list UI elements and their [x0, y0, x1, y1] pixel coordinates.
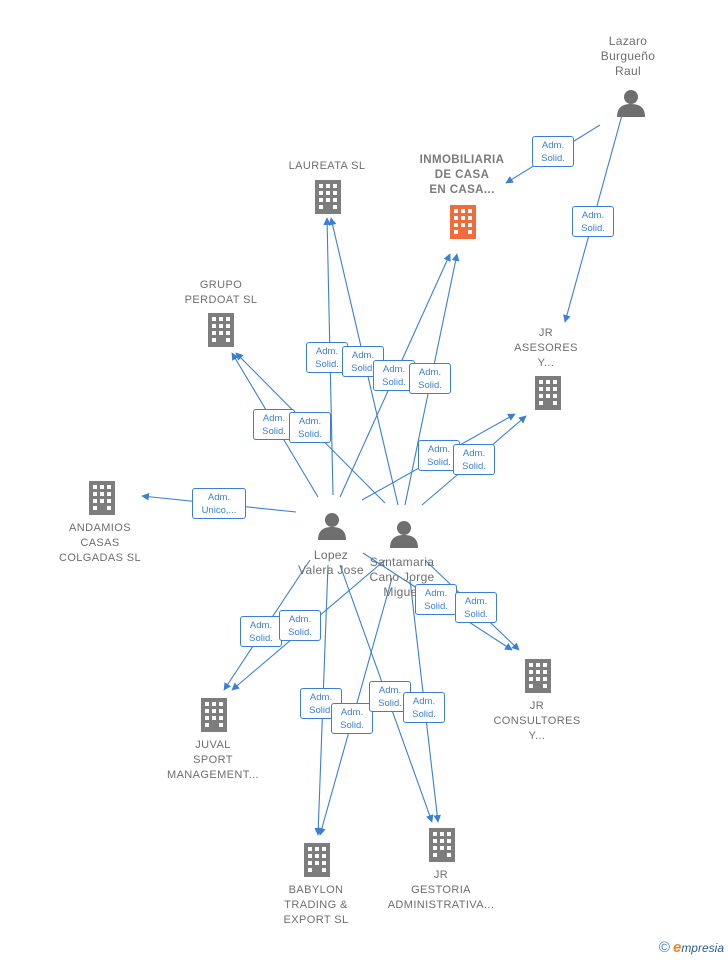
relation-badge[interactable]: Adm. Solid.: [240, 616, 282, 647]
relation-badge[interactable]: Adm. Solid.: [306, 342, 348, 373]
node-label-inmobiliaria[interactable]: INMOBILIARIA DE CASA EN CASA...: [419, 154, 505, 196]
node-label-santamaria[interactable]: Santamaria Cano Jorge Miguel: [369, 555, 435, 599]
person-icon[interactable]: [617, 90, 645, 117]
relation-badge[interactable]: Adm. Unico,...: [192, 488, 246, 519]
node-label-lazaro[interactable]: Lazaro Burgueño Raul: [600, 34, 656, 78]
relation-badge[interactable]: Adm. Solid.: [409, 363, 451, 394]
node-label-andamios[interactable]: ANDAMIOS CASAS COLGADAS SL: [58, 522, 142, 564]
person-icon[interactable]: [318, 513, 346, 540]
node-label-juval[interactable]: JUVAL SPORT MANAGEMENT...: [167, 739, 259, 781]
relation-badge[interactable]: Adm. Solid.: [279, 610, 321, 641]
building-icon[interactable]: [201, 698, 227, 732]
node-label-grupo-perdoat[interactable]: GRUPO PERDOAT SL: [184, 279, 258, 306]
building-icon[interactable]: [535, 376, 561, 410]
relation-badge[interactable]: Adm. Solid.: [455, 592, 497, 623]
relation-badge[interactable]: Adm. Solid.: [403, 692, 445, 723]
relation-badge[interactable]: Adm. Solid.: [253, 409, 295, 440]
building-icon[interactable]: [450, 205, 476, 239]
person-icon[interactable]: [390, 521, 418, 548]
node-label-jr-asesores[interactable]: JR ASESORES Y...: [514, 327, 578, 369]
relation-badge[interactable]: Adm. Solid.: [415, 584, 457, 615]
relation-badge[interactable]: Adm. Solid.: [373, 360, 415, 391]
building-icon[interactable]: [89, 481, 115, 515]
building-icon[interactable]: [208, 313, 234, 347]
node-label-jr-consultores[interactable]: JR CONSULTORES Y...: [493, 700, 581, 742]
relation-badge[interactable]: Adm. Solid.: [331, 703, 373, 734]
brand-logo-initial: e: [672, 939, 682, 956]
building-icon[interactable]: [429, 828, 455, 862]
building-icon[interactable]: [315, 180, 341, 214]
relation-badge[interactable]: Adm. Solid.: [572, 206, 614, 237]
relation-badge[interactable]: Adm. Solid.: [289, 412, 331, 443]
brand-footer[interactable]: ©empresia: [659, 939, 724, 956]
relation-badge[interactable]: Adm. Solid.: [532, 136, 574, 167]
node-label-lopez[interactable]: Lopez Valera Jose: [298, 548, 364, 577]
node-label-laureata[interactable]: LAUREATA SL: [288, 160, 366, 172]
relation-badge[interactable]: Adm. Solid.: [453, 444, 495, 475]
building-icon[interactable]: [525, 659, 551, 693]
copyright-icon: ©: [658, 939, 670, 956]
building-icon[interactable]: [304, 843, 330, 877]
node-label-jr-gestoria[interactable]: JR GESTORIA ADMINISTRATIVA...: [387, 869, 495, 911]
node-label-babylon[interactable]: BABYLON TRADING & EXPORT SL: [283, 884, 349, 926]
brand-logo-text: mpresia: [681, 941, 724, 955]
